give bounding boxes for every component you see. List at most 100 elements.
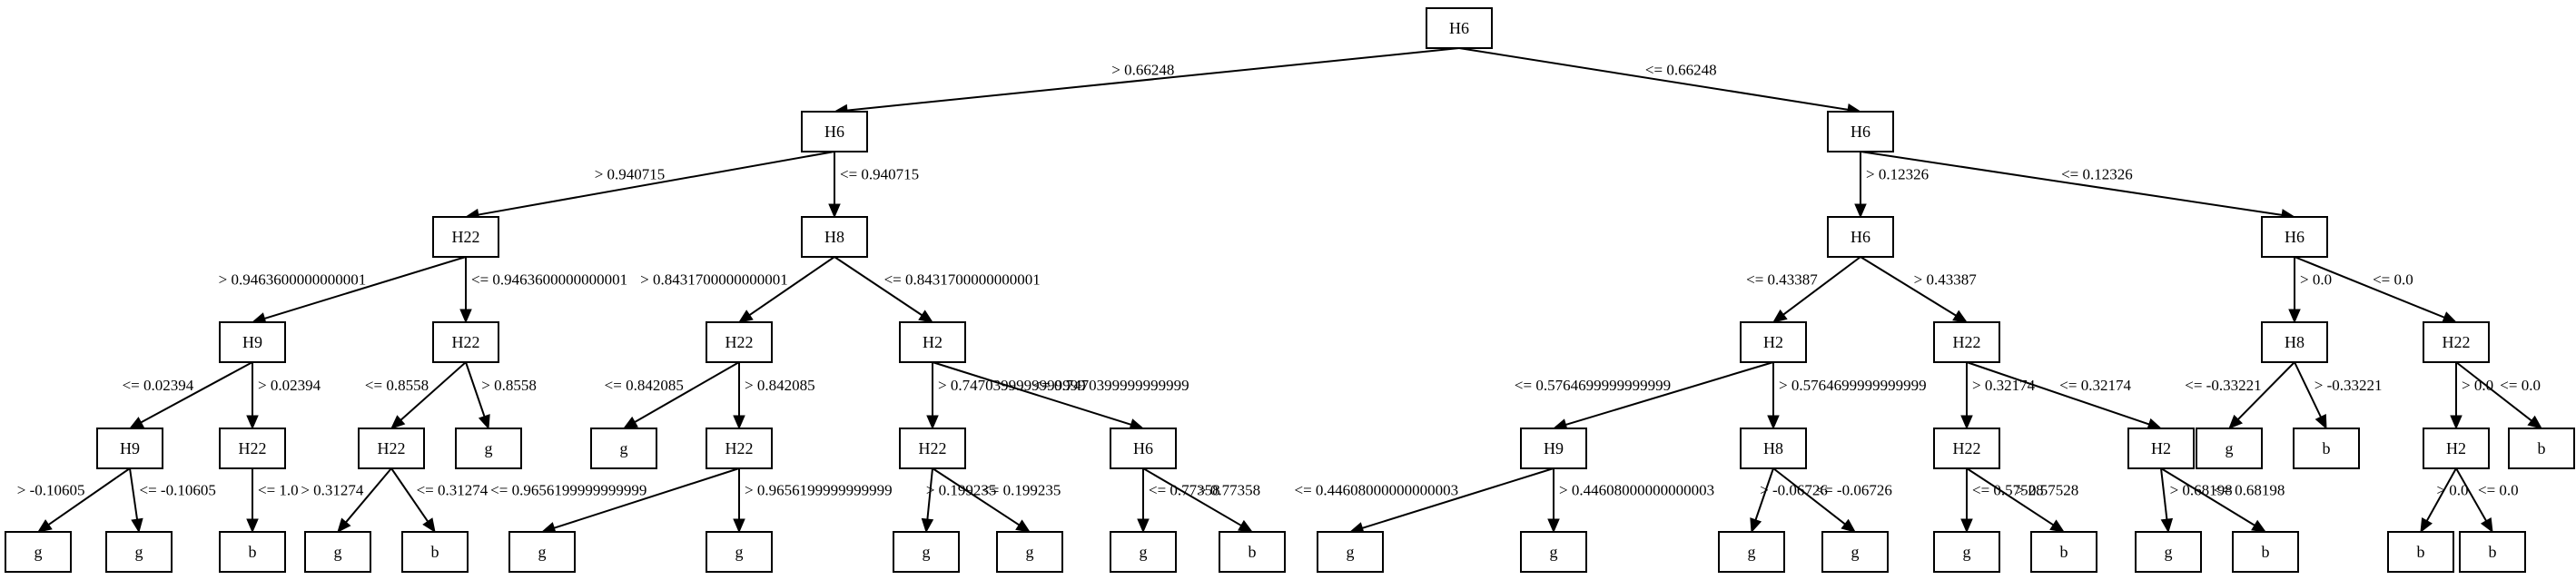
edge-line-n21-n39 — [932, 467, 1020, 526]
edge-arrowhead-n21-n39 — [1015, 519, 1031, 533]
edge-arrowhead-n23-n43 — [1547, 518, 1560, 534]
node-box — [899, 321, 966, 363]
node-label: g — [1963, 543, 1971, 561]
node-label: b — [1249, 543, 1257, 561]
edge-arrowhead-n29-n50 — [2420, 517, 2433, 534]
edge-arrowhead-n21-n38 — [921, 517, 934, 534]
node-box — [508, 531, 576, 573]
node-label: H6 — [824, 123, 844, 141]
tree-node-n46: g — [1933, 531, 2000, 573]
edge-arrowhead-n13-n27 — [2228, 414, 2243, 429]
node-box — [1933, 321, 2000, 363]
node-box — [590, 428, 657, 469]
edge-arrowhead-n9-n19 — [622, 416, 638, 429]
node-label: H2 — [2446, 439, 2466, 457]
edge-label-n0-n2: <= 0.66248 — [1645, 62, 1717, 79]
edge-arrowhead-n7-n16 — [246, 415, 259, 430]
edge-arrowhead-n6-n13 — [2288, 309, 2301, 324]
node-label: H6 — [1851, 123, 1870, 141]
node-label: g — [538, 543, 547, 561]
node-label: H9 — [242, 333, 262, 351]
node-box — [1718, 531, 1785, 573]
node-label: H2 — [2151, 439, 2171, 457]
node-label: H22 — [378, 439, 406, 457]
node-box — [1110, 531, 1177, 573]
tree-node-n30: b — [2508, 428, 2575, 469]
edge-arrowhead-n24-n44 — [1750, 517, 1762, 534]
edge-label-n12-n25: > 0.32174 — [1972, 377, 2036, 394]
tree-node-n14: H22 — [2423, 321, 2490, 363]
node-label: g — [1026, 543, 1034, 561]
node-label: H9 — [120, 439, 140, 457]
edge-label-n14-n29: > 0.0 — [2462, 377, 2493, 394]
edge-line-n17-n34 — [345, 467, 392, 523]
node-label: g — [1140, 543, 1148, 561]
edge-label-n17-n35: <= 0.31274 — [417, 482, 489, 499]
node-label: b — [431, 543, 439, 561]
edge-arrowhead-n17-n34 — [337, 517, 351, 533]
edge-label-n25-n47: > 0.57528 — [2016, 482, 2078, 499]
node-box — [358, 428, 425, 469]
tree-node-n35: b — [401, 531, 469, 573]
node-box — [432, 321, 499, 363]
edge-line-n22-n41 — [1142, 467, 1242, 526]
node-box — [2196, 428, 2263, 469]
edge-line-n25-n47 — [1966, 467, 2054, 526]
node-box — [706, 531, 773, 573]
edge-arrowhead-n9-n20 — [733, 415, 745, 430]
edge-arrowhead-n15-n31 — [36, 519, 53, 533]
node-box — [1740, 428, 1807, 469]
edge-line-n6-n14 — [2294, 256, 2445, 319]
node-box — [2261, 216, 2328, 258]
edge-arrowhead-n1-n4 — [828, 203, 841, 219]
node-box — [401, 531, 469, 573]
node-box — [2232, 531, 2299, 573]
node-label: g — [1748, 543, 1756, 561]
node-box — [105, 531, 173, 573]
tree-node-n45: g — [1821, 531, 1889, 573]
edge-line-n5-n11 — [1782, 256, 1861, 316]
edge-line-n11-n23 — [1565, 361, 1774, 426]
edge-label-n0-n1: > 0.66248 — [1111, 62, 1174, 79]
node-box — [1821, 531, 1889, 573]
tree-node-n41: b — [1219, 531, 1286, 573]
edge-label-n6-n14: <= 0.0 — [2373, 270, 2413, 288]
edge-label-n20-n36: <= 0.9656199999999999 — [490, 482, 646, 499]
edge-line-n14-n30 — [2455, 361, 2532, 422]
edge-label-n13-n27: <= -0.33221 — [2185, 377, 2261, 394]
node-label: b — [2489, 543, 2497, 561]
node-box — [1933, 531, 2000, 573]
node-box — [899, 428, 966, 469]
edge-label-n1-n4: <= 0.940715 — [840, 165, 919, 182]
edge-line-n3-n7 — [264, 256, 467, 319]
edge-label-n14-n30: <= 0.0 — [2500, 377, 2541, 394]
tree-node-n22: H6 — [1110, 428, 1177, 469]
tree-node-n5: H6 — [1827, 216, 1894, 258]
node-box — [1317, 531, 1384, 573]
edge-line-n24-n45 — [1772, 467, 1846, 526]
node-box — [1520, 428, 1587, 469]
tree-node-n16: H22 — [219, 428, 286, 469]
node-box — [2261, 321, 2328, 363]
node-box — [2508, 428, 2575, 469]
node-box — [1827, 111, 1894, 152]
tree-node-n48: g — [2135, 531, 2202, 573]
node-box — [1933, 428, 2000, 469]
node-box — [801, 111, 868, 152]
edge-arrowhead-n22-n41 — [1238, 519, 1254, 533]
edge-arrowhead-n4-n10 — [918, 310, 934, 323]
edge-label-n26-n48: > 0.68198 — [2170, 482, 2233, 499]
edge-line-n29-n50 — [2425, 467, 2457, 522]
edge-line-n10-n22 — [932, 361, 1131, 426]
edge-arrowhead-n16-n33 — [246, 518, 259, 534]
edge-arrowhead-n20-n37 — [733, 518, 745, 534]
node-box — [219, 428, 286, 469]
edge-arrowhead-n24-n45 — [1841, 518, 1857, 533]
edge-line-n26-n48 — [2160, 467, 2168, 520]
edge-label-n29-n50: > 0.0 — [2436, 482, 2468, 499]
node-box — [996, 531, 1063, 573]
edge-arrowhead-n8-n17 — [390, 415, 406, 429]
tree-node-n19: g — [590, 428, 657, 469]
tree-node-n24: H8 — [1740, 428, 1807, 469]
